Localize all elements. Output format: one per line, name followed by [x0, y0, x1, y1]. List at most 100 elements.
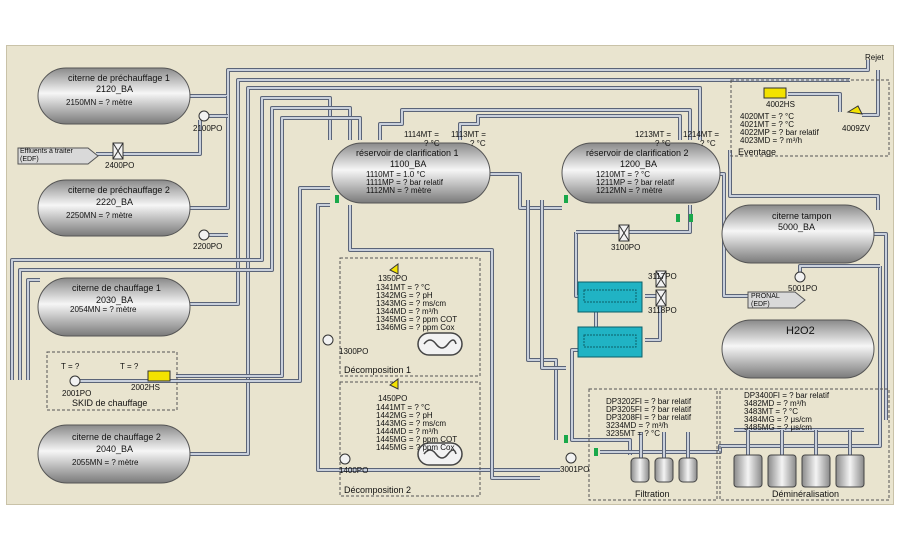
pipe-segment-inner	[190, 96, 229, 209]
decomp1-reading-2: 1342MG = ? pH	[376, 291, 433, 300]
pump-1400-label[interactable]: 1400PO	[339, 466, 369, 475]
filtration-reading-5: 3235MT = ? °C	[606, 429, 660, 438]
decomp1-title: Décomposition 1	[344, 365, 412, 375]
pipe-segment-inner	[799, 265, 880, 272]
eventage-reading-3: 4022MP = ? bar relatif	[740, 128, 819, 137]
pipe-network	[10, 60, 888, 480]
tank-chauffage-2-reading: 2055MN = ? mètre	[72, 458, 139, 467]
valve-3100-label[interactable]: 3100PO	[611, 243, 641, 252]
effluents-connector-label: Effluents à traiter (EDF)	[20, 148, 73, 163]
decomp1-reading-5: 1345MG = ? ppm COT	[376, 315, 458, 324]
offpage-connectors	[17, 147, 806, 309]
demin-title: Déminéralisation	[772, 489, 840, 499]
decomp2-reading-2: 1442MG = ? pH	[376, 411, 433, 420]
reject-label: Rejet	[865, 53, 884, 62]
tank-prechauffage-2[interactable]	[37, 179, 191, 237]
decomp2-reading-1: 1441MT = ? °C	[376, 403, 430, 412]
pipe-segment	[96, 120, 202, 156]
pump-1300-label[interactable]: 1300PO	[339, 347, 369, 356]
decomp2-tag[interactable]: 1450PO	[378, 394, 408, 403]
clarif-1213-value: ? °C	[655, 139, 671, 148]
clarif-1114-label: 1114MT =	[404, 130, 439, 139]
pipe-segment	[26, 278, 40, 380]
pipe-segment-inner	[379, 109, 691, 140]
pipe-segment-inner	[729, 150, 879, 210]
demin-reading-3: 3483MT = ? °C	[744, 407, 798, 416]
decomp2-reading-5: 1445MG = ? ppm COT	[376, 435, 458, 444]
skid-hs-label[interactable]: 2002HS	[131, 383, 160, 392]
tank-prechauffage-1-id: 2120_BA	[96, 84, 134, 94]
skid-temp-1: T = ?	[61, 362, 80, 371]
tank-clarification-2[interactable]	[561, 142, 721, 204]
decomp1-reading-6: 1346MG = ? ppm Cox	[376, 323, 455, 332]
tank-chauffage-1-name: citerne de chauffage 1	[72, 283, 161, 293]
tank-prechauffage-1[interactable]	[37, 67, 191, 125]
pipe-segment-inner	[11, 97, 331, 380]
tank-h2o2[interactable]	[721, 319, 875, 379]
pipe-segment-inner	[176, 117, 361, 377]
pump-2200-label[interactable]: 2200PO	[193, 242, 223, 251]
tank-clarification-1[interactable]	[331, 142, 491, 204]
valve-3118-label[interactable]: 3118PO	[648, 306, 677, 315]
decomp2-reading-4: 1444MD = ? m³/h	[376, 427, 439, 436]
pump-3001-label[interactable]: 3001PO	[560, 465, 590, 474]
demin-vessels	[733, 454, 865, 488]
tank-prechauffage-1-reading: 2150MN = ? mètre	[66, 98, 133, 107]
tank-tampon-id: 5000_BA	[778, 222, 816, 232]
clarif1-reading-1: 1110MT = 1.0 °C	[366, 170, 426, 179]
tank-chauffage-2-id: 2040_BA	[96, 444, 134, 454]
tank-chauffage-2[interactable]	[37, 424, 191, 484]
tank-prechauffage-1-name: citerne de préchauffage 1	[68, 73, 170, 83]
pipe-segment-inner	[874, 233, 887, 420]
exchanger-decomposition-1	[417, 332, 463, 356]
pipe-segment-inner	[788, 93, 841, 112]
valve-icons	[112, 142, 667, 307]
clarif-1213-label: 1213MT =	[635, 130, 672, 139]
pump-2100-label[interactable]: 2100PO	[193, 124, 223, 133]
eventage-reading-2: 4021MT = ? °C	[740, 120, 794, 129]
clarif-1113-value: ? °C	[470, 139, 486, 148]
clarif1-reading-3: 1112MN = ? mètre	[366, 186, 432, 195]
tank-clarification-2-id: 1200_BA	[620, 159, 658, 169]
pipe-segment-inner	[349, 205, 540, 479]
pipe-segment-inner	[96, 120, 201, 155]
pipe-segment	[576, 205, 692, 234]
pipe-segment-inner	[190, 60, 869, 97]
valve-4009-label[interactable]: 4009ZV	[842, 124, 871, 133]
eventage-title: Eventage	[738, 147, 777, 157]
pump-2001-label[interactable]: 2001PO	[62, 389, 92, 398]
decomp2-title: Décomposition 2	[344, 485, 412, 495]
pipe-segment	[788, 92, 842, 112]
valve-4002-label[interactable]: 4002HS	[766, 100, 795, 109]
skid-temp-2: T = ?	[120, 362, 139, 371]
tank-clarification-1-id: 1100_BA	[390, 159, 427, 169]
pipe-segment-inner	[27, 279, 40, 380]
heater-icons	[147, 87, 863, 390]
pipe-segment-inner	[80, 187, 330, 382]
tank-clarification-1-name: réservoir de clarification 1	[356, 148, 459, 158]
pipe-segment-inner	[459, 115, 681, 140]
tank-tampon-name: citerne tampon	[772, 211, 832, 221]
tank-chauffage-1[interactable]	[37, 277, 191, 337]
clarif1-reading-2: 1111MP = ? bar relatif	[366, 178, 444, 187]
demin-reading-2: 3482MD = ? m³/h	[744, 399, 807, 408]
filtration-reading-4: 3234MD = ? m³/h	[606, 421, 669, 430]
tank-chauffage-1-id: 2030_BA	[96, 295, 134, 305]
demin-reading-5: 3485MG = ? μs/cm	[744, 423, 812, 432]
tank-chauffage-2-name: citerne de chauffage 2	[72, 432, 161, 442]
decomp1-reading-1: 1341MT = ? °C	[376, 283, 430, 292]
decomp1-tag[interactable]: 1350PO	[378, 274, 408, 283]
tank-prechauffage-2-name: citerne de préchauffage 2	[68, 185, 170, 195]
valve-3117-label[interactable]: 3117PO	[648, 272, 677, 281]
clarif-1113-label: 1113MT =	[451, 130, 486, 139]
tank-tampon[interactable]	[721, 204, 875, 264]
pipe-segment-inner	[19, 107, 351, 380]
clarif-1214-label: 1214MT =	[683, 130, 720, 139]
group-boxes	[46, 79, 890, 501]
pump-5001-label[interactable]: 5001PO	[788, 284, 818, 293]
filtration-reading-2: DP3205FI = ? bar relatif	[606, 405, 692, 414]
check-valves	[335, 195, 693, 456]
demin-reading-4: 3484MG = ? μs/cm	[744, 415, 812, 424]
pipe-segment-inner	[190, 79, 850, 305]
valve-2400-label[interactable]: 2400PO	[105, 161, 135, 170]
